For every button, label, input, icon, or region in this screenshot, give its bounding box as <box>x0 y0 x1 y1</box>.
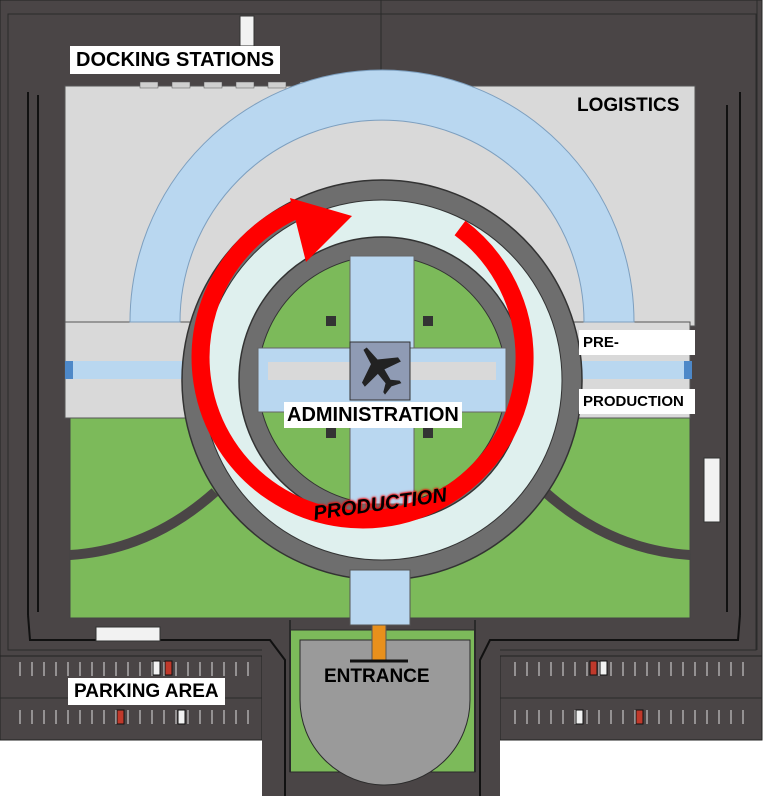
car-icon <box>116 660 644 725</box>
fighter-jet-icon <box>361 347 402 395</box>
docking-stations-label: DOCKING STATIONS <box>70 46 281 74</box>
flow-arrow-icon <box>191 199 534 529</box>
logistics-arc <box>129 69 635 323</box>
pre-label: PRE- <box>579 330 695 355</box>
entrance-corridor <box>371 624 387 662</box>
flow-arrow-icon <box>290 198 352 262</box>
logistics-label: LOGISTICS <box>577 95 680 116</box>
truck-icon <box>95 626 161 642</box>
parking-stalls <box>19 662 744 724</box>
truck-icon <box>703 457 721 523</box>
production-side-label: PRODUCTION <box>579 389 695 414</box>
parking-area-label: PARKING AREA <box>68 678 225 705</box>
administration-label: ADMINISTRATION <box>284 402 462 428</box>
entrance-lobby <box>349 569 411 626</box>
entrance-label: ENTRANCE <box>324 666 430 687</box>
truck-icon <box>239 15 255 47</box>
